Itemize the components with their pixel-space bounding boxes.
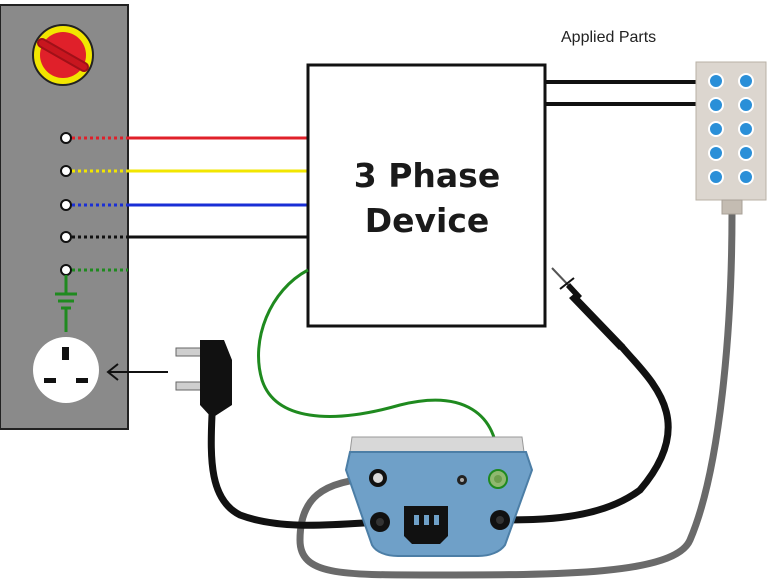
- applied-part-terminals: [708, 73, 754, 185]
- applied-part-wires: [545, 80, 706, 106]
- device-box: [306, 63, 547, 328]
- applied-parts-block: Applied Parts: [561, 29, 767, 215]
- applied-parts-label: Applied Parts: [561, 29, 656, 46]
- applied-parts-socket: [369, 469, 387, 487]
- uk-plug-icon: [175, 340, 232, 418]
- probe-socket: [490, 510, 510, 530]
- tester-body: [344, 451, 534, 557]
- safety-tester: [344, 436, 534, 557]
- uk-socket-icon: [33, 337, 99, 403]
- supply-wires: [128, 136, 308, 239]
- supply-panel: [0, 4, 129, 430]
- device-title-line1: 3 Phase: [354, 156, 500, 195]
- earth-bond-wire: [257, 268, 500, 471]
- three-phase-device: 3 Phase Device: [306, 63, 547, 328]
- earth-symbol-icon: [55, 275, 77, 332]
- terminal-l2: [60, 165, 72, 177]
- terminal-earth: [60, 264, 72, 276]
- terminal-l1: [60, 132, 72, 144]
- left-arrow-icon: [106, 363, 168, 381]
- terminal-l3: [60, 199, 72, 211]
- mains-lead: [207, 411, 384, 529]
- mains-lead-socket: [370, 512, 390, 532]
- earth-socket: [488, 469, 508, 489]
- iec-inlet-icon: [404, 506, 448, 544]
- applied-parts-box: [695, 61, 767, 201]
- test-probe-icon: [496, 267, 672, 524]
- aux-connector: [457, 475, 467, 485]
- red-rotary-switch-icon: [32, 24, 94, 86]
- device-title-line2: Device: [365, 201, 490, 240]
- terminal-neutral: [60, 231, 72, 243]
